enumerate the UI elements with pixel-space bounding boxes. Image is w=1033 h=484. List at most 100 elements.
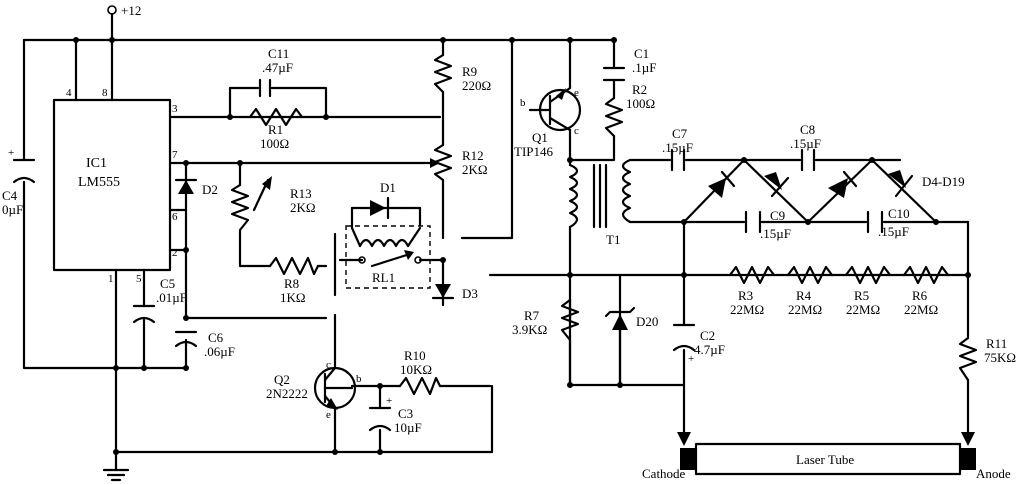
ic1-lm555: IC1 LM555 4 8 3 7 6 2 1 5 [52,87,178,285]
ground-symbol [102,466,130,482]
svg-text:C2: C2 [700,328,715,343]
potentiometer-r13: R13 2KΩ [230,176,316,232]
svg-text:e: e [326,409,331,421]
svg-text:2KΩ: 2KΩ [462,162,488,177]
svg-text:R7: R7 [524,308,540,323]
svg-text:220Ω: 220Ω [462,78,491,93]
capacitor-c6: C6 .06µF [174,330,235,359]
svg-text:100Ω: 100Ω [626,96,655,111]
svg-text:+: + [8,147,14,159]
svg-text:c: c [574,125,579,137]
svg-text:T1: T1 [606,232,620,247]
resistor-r5: R5 22MΩ [844,265,892,317]
potentiometer-r12: R12 2KΩ [430,143,488,182]
svg-text:C5: C5 [160,276,175,291]
svg-text:C6: C6 [208,330,224,345]
svg-text:2N2222: 2N2222 [266,386,308,401]
svg-text:R6: R6 [912,288,928,303]
svg-text:1KΩ: 1KΩ [280,290,306,305]
svg-text:C10: C10 [888,206,910,221]
svg-text:D4-D19: D4-D19 [922,174,965,189]
svg-text:22MΩ: 22MΩ [904,302,938,317]
cathode-label: Cathode [642,466,686,481]
svg-text:R13: R13 [290,186,312,201]
ic-part: LM555 [78,175,120,190]
diode-d1: D1 [363,180,404,220]
svg-text:5: 5 [136,273,142,285]
svg-text:.06µF: .06µF [204,344,235,359]
svg-text:C4: C4 [2,188,18,203]
svg-text:100Ω: 100Ω [260,136,289,151]
diode-d2: D2 [174,178,218,197]
svg-text:8: 8 [102,87,108,99]
capacitor-c3: + C3 10µF [368,395,422,435]
svg-text:22MΩ: 22MΩ [846,302,880,317]
svg-text:+: + [688,353,694,365]
svg-text:C8: C8 [800,122,815,137]
svg-text:R1: R1 [268,122,283,137]
capacitor-c9: C9 .15µF [744,208,791,241]
capacitor-c10: C10 .15µF [866,206,910,239]
output-arrows [677,432,975,446]
svg-text:C9: C9 [770,208,785,223]
resistor-r9: R9 220Ω [433,53,491,94]
svg-text:C1: C1 [634,46,649,61]
svg-text:C11: C11 [268,46,289,61]
svg-text:+12: +12 [121,3,141,18]
laser-tube: Laser Tube Cathode Anode [642,442,1011,481]
transformer-t1: T1 [568,158,632,247]
resistor-r3: R3 22MΩ [728,265,776,317]
diode-d3: D3 [431,284,478,301]
svg-text:+: + [386,395,392,407]
svg-text:.47µF: .47µF [262,60,293,75]
svg-text:R9: R9 [462,64,477,79]
svg-text:.15µF: .15µF [662,140,693,155]
svg-text:R11: R11 [986,336,1007,351]
svg-text:.15µF: .15µF [760,226,791,241]
svg-text:2: 2 [172,247,178,259]
svg-text:.15µF: .15µF [878,224,909,239]
svg-text:R4: R4 [796,288,812,303]
anode-label: Anode [976,466,1011,481]
transistor-q2: c b e Q2 2N2222 [266,359,362,421]
transistor-q1: b e c Q1 TIP146 [514,86,582,159]
tube-label: Laser Tube [796,452,854,467]
svg-text:7: 7 [172,149,178,161]
resistor-r11: R11 75KΩ [958,336,1016,382]
svg-text:TIP146: TIP146 [514,144,554,159]
svg-text:R10: R10 [404,348,426,363]
svg-text:D3: D3 [462,286,478,301]
svg-text:b: b [520,97,526,109]
capacitor-c7: C7 .15µF [662,126,693,172]
zener-diode-d20: D20 [604,306,658,387]
svg-text:.15µF: .15µF [790,136,821,151]
capacitor-c11: C11 .47µF [258,46,293,98]
svg-text:22MΩ: 22MΩ [788,302,822,317]
svg-text:4.7µF: 4.7µF [694,342,725,357]
resistor-r1: R1 100Ω [248,107,304,151]
svg-text:R2: R2 [632,82,647,97]
svg-text:Q2: Q2 [274,372,290,387]
svg-text:C3: C3 [398,406,413,421]
resistor-r6: R6 22MΩ [902,265,950,317]
svg-text:R3: R3 [738,288,753,303]
resistor-r2: R2 100Ω [604,82,655,138]
svg-text:.1µF: .1µF [632,60,656,75]
svg-text:.01µF: .01µF [156,290,187,305]
diode-string-d4-d19: D4-D19 [708,170,965,198]
svg-text:75KΩ: 75KΩ [984,350,1016,365]
capacitor-c4: + C4 0µF [2,147,36,217]
svg-text:10µF: 10µF [394,420,422,435]
svg-text:RL1: RL1 [372,270,395,285]
svg-text:D1: D1 [380,180,396,195]
ic-name: IC1 [86,156,107,171]
svg-text:b: b [356,373,362,385]
svg-text:3: 3 [172,103,178,115]
svg-text:D2: D2 [202,182,218,197]
svg-text:C7: C7 [672,126,688,141]
resistor-r8: R8 1KΩ [268,256,320,305]
wires [22,12,970,470]
relay-rl1: RL1 [345,225,431,289]
capacitor-c1: C1 .1µF [602,46,656,82]
